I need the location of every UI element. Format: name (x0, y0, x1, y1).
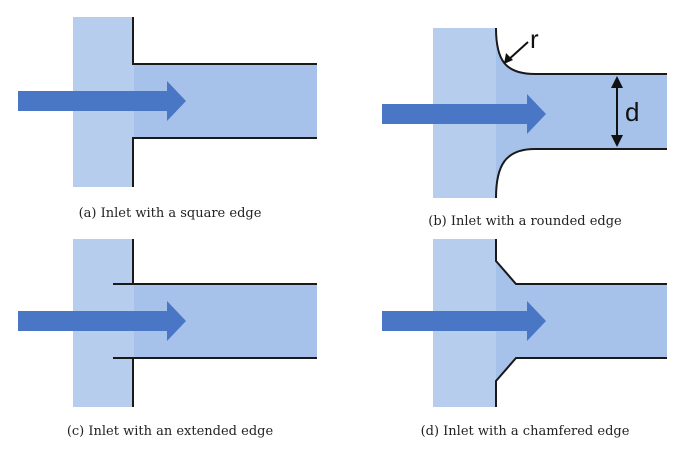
flow-arrow (18, 81, 186, 121)
pipe-body (496, 239, 667, 407)
flow-arrow (18, 301, 186, 341)
pipe-wall-upper (132, 17, 317, 65)
panel-a-diagram (18, 17, 317, 187)
panel-c-diagram (18, 239, 317, 407)
pipe-wall-upper (495, 27, 667, 75)
panel-b-diagram: r d (382, 24, 667, 199)
pipe-wall-lower (132, 137, 317, 187)
pipe-wall-lower (495, 148, 667, 199)
flow-arrow (382, 94, 546, 134)
diameter-label: d (625, 97, 639, 127)
caption-a: (a) Inlet with a square edge (78, 206, 262, 221)
diameter-dimension (611, 76, 623, 147)
radius-label: r (530, 24, 539, 54)
pipe-wall-lower (113, 357, 317, 407)
caption-b: (b) Inlet with a rounded edge (428, 214, 622, 229)
pipe-wall-upper (113, 239, 317, 285)
pipe-wall-upper (495, 239, 667, 285)
caption-c: (c) Inlet with an extended edge (66, 424, 274, 439)
radius-pointer (504, 41, 529, 64)
pipe-body (496, 28, 667, 198)
flow-arrow (382, 301, 546, 341)
panel-d-diagram (382, 239, 667, 407)
pipe-wall-lower (495, 357, 667, 407)
caption-d: (d) Inlet with a chamfered edge (420, 424, 630, 439)
